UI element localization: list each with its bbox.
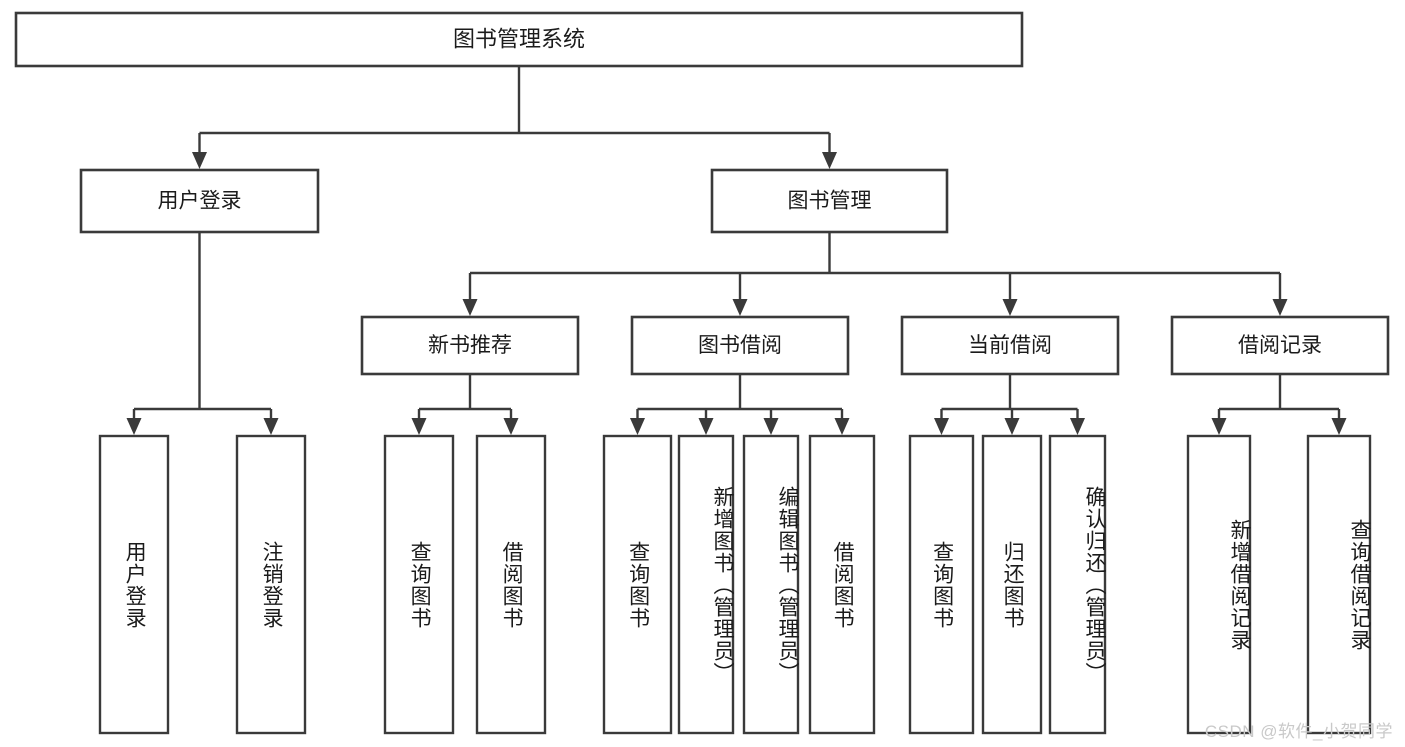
node-book-borrow[interactable]: 图书借阅 (630, 315, 850, 376)
node-user-login-rect[interactable] (79, 168, 320, 234)
node-current-borrow-rect[interactable] (900, 315, 1120, 376)
node-book-management-rect[interactable] (710, 168, 949, 234)
node-new-book-recommend-rect[interactable] (360, 315, 580, 376)
node-leaf-return-book-rect[interactable] (981, 434, 1043, 735)
arrow-head-icon (732, 299, 748, 316)
node-book-management-label: 图书管理 (788, 190, 872, 213)
node-root-system[interactable]: 图书管理系统 (14, 11, 1024, 68)
node-leaf-borrow-book-1[interactable] (475, 434, 547, 735)
arrow-head-icon (192, 152, 207, 169)
node-book-borrow-rect[interactable] (630, 315, 850, 376)
node-current-borrow-label: 当前借阅 (968, 334, 1052, 357)
arrow-head-icon (834, 418, 850, 435)
node-leaf-confirm-return-rect[interactable] (1048, 434, 1107, 735)
arrow-head-icon (126, 418, 142, 435)
node-leaf-query-book-2-rect[interactable] (602, 434, 673, 735)
node-leaf-query-book-2[interactable] (602, 434, 673, 735)
watermark-text: CSDN @软件_小贺同学 (1204, 722, 1393, 741)
node-leaf-edit-book-rect[interactable] (742, 434, 800, 735)
node-leaf-query-book-3-rect[interactable] (908, 434, 975, 735)
connectors-current-borrow-to-leaves (934, 374, 1085, 435)
node-leaf-borrow-book-1-rect[interactable] (475, 434, 547, 735)
node-borrow-record[interactable]: 借阅记录 (1170, 315, 1390, 376)
node-leaf-return-book[interactable] (981, 434, 1043, 735)
arrow-head-icon (503, 418, 519, 435)
node-leaf-add-book-rect[interactable] (677, 434, 735, 735)
arrow-head-icon (1331, 418, 1347, 435)
connectors-new-book-recommend-to-leaves (411, 374, 519, 435)
node-current-borrow[interactable]: 当前借阅 (900, 315, 1120, 376)
node-leaf-logout-login-rect[interactable] (235, 434, 307, 735)
node-leaf-query-record-rect[interactable] (1306, 434, 1372, 735)
connectors-userlogin-to-leaves (126, 232, 279, 435)
node-leaf-query-book-1[interactable] (383, 434, 455, 735)
node-book-borrow-label: 图书借阅 (698, 334, 782, 357)
node-leaf-add-record[interactable] (1186, 434, 1252, 735)
node-leaf-add-book[interactable] (677, 434, 735, 735)
node-leaf-query-book-3[interactable] (908, 434, 975, 735)
arrow-head-icon (1004, 418, 1020, 435)
arrow-head-icon (1070, 418, 1085, 435)
node-new-book-recommend[interactable]: 新书推荐 (360, 315, 580, 376)
arrow-head-icon (934, 418, 949, 435)
node-user-login[interactable]: 用户登录 (79, 168, 320, 234)
connectors-bookmgmt-to-level2 (462, 232, 1288, 316)
arrow-head-icon (263, 418, 279, 435)
arrow-head-icon (822, 152, 837, 169)
connector-layer (126, 66, 1347, 435)
arrow-head-icon (411, 418, 427, 435)
node-user-login-label: 用户登录 (158, 190, 242, 213)
node-leaf-user-login[interactable] (98, 434, 170, 735)
arrow-head-icon (1002, 299, 1018, 316)
node-leaf-add-record-rect[interactable] (1186, 434, 1252, 735)
arrow-head-icon (630, 418, 645, 435)
connectors-book-borrow-to-leaves (630, 374, 850, 435)
node-leaf-logout-login[interactable] (235, 434, 307, 735)
node-leaf-borrow-book-2-rect[interactable] (808, 434, 876, 735)
node-borrow-record-rect[interactable] (1170, 315, 1390, 376)
arrow-head-icon (1272, 299, 1288, 316)
connectors-root-to-level1 (192, 66, 837, 169)
arrow-head-icon (763, 418, 779, 435)
node-leaf-query-record[interactable] (1306, 434, 1372, 735)
node-new-book-recommend-label: 新书推荐 (428, 334, 512, 357)
arrow-head-icon (698, 418, 714, 435)
node-borrow-record-label: 借阅记录 (1238, 334, 1322, 357)
node-leaf-query-book-1-rect[interactable] (383, 434, 455, 735)
node-leaf-borrow-book-2[interactable] (808, 434, 876, 735)
arrow-head-icon (462, 299, 478, 316)
node-root-system-label: 图书管理系统 (453, 26, 585, 51)
node-root-system-rect[interactable] (14, 11, 1024, 68)
node-leaf-user-login-rect[interactable] (98, 434, 170, 735)
node-leaf-edit-book[interactable] (742, 434, 800, 735)
node-book-management[interactable]: 图书管理 (710, 168, 949, 234)
node-leaf-confirm-return[interactable] (1048, 434, 1107, 735)
connectors-borrow-record-to-leaves (1211, 374, 1347, 435)
arrow-head-icon (1211, 418, 1227, 435)
